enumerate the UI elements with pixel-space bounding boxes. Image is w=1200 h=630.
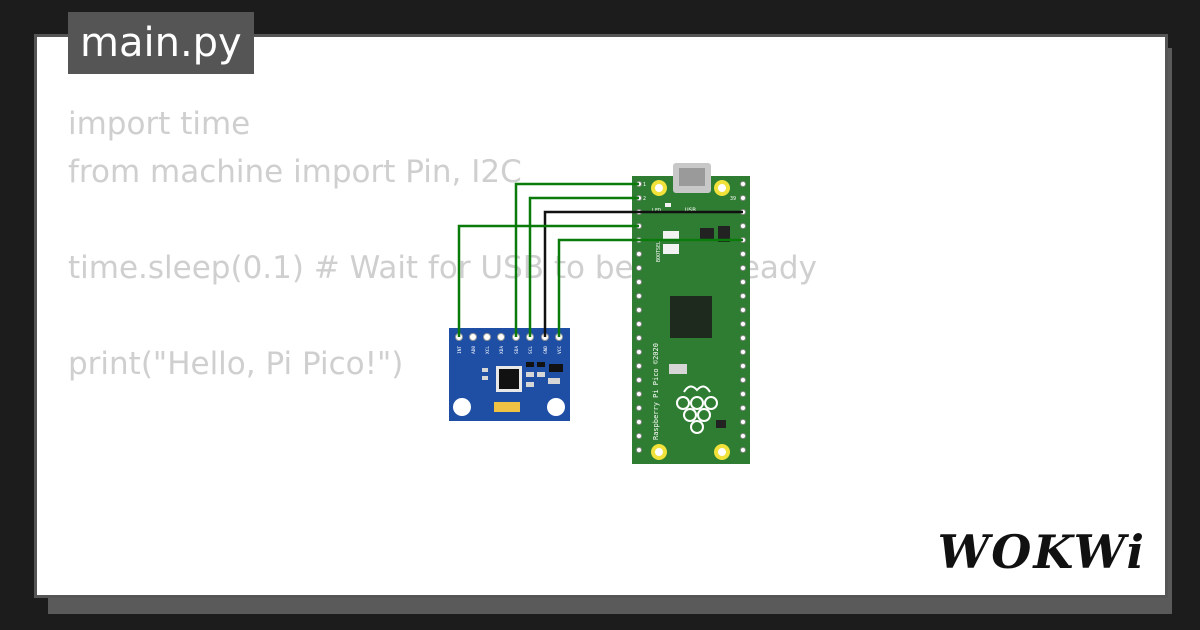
mounting-hole (547, 398, 565, 416)
led-indicator (665, 203, 671, 207)
board-label: Raspberry Pi Pico ©2020 (652, 343, 660, 440)
preview-canvas (34, 34, 1168, 598)
mpu-pin-label: AD0 (471, 346, 477, 354)
bootsel-button[interactable] (663, 231, 679, 241)
mpu-pin-label: VCC (557, 346, 563, 354)
wires (457, 182, 743, 337)
mpu-pin-label: INT (457, 346, 463, 354)
mpu-chip (499, 369, 519, 389)
mpu-crystal (494, 402, 520, 412)
wire-sda[interactable] (514, 182, 639, 337)
code-line: print("Hello, Pi Pico!") (68, 346, 404, 382)
pico-right-pins (740, 181, 746, 453)
bootsel-label: BOOTSEL (656, 241, 662, 262)
mpu-pin-label: XDA (499, 346, 505, 354)
pico-left-pins (636, 181, 642, 453)
usb-label: USB (685, 207, 696, 214)
mpu-pin-label: SCL (528, 346, 534, 354)
wokwi-logo[interactable]: WOKWi (937, 525, 1146, 579)
mpu-pin-label: GND (543, 346, 549, 354)
code-line: from machine import Pin, I2C (68, 154, 522, 190)
mpu-pin-label: XCL (485, 346, 491, 354)
pin-1-label: 1 (643, 182, 646, 188)
code-line: import time (68, 106, 251, 142)
wire-gnd[interactable] (543, 210, 743, 337)
mpu6050-module[interactable]: INT AD0 XCL XDA SDA SCL GND VCC (449, 328, 570, 421)
filename-tab[interactable]: main.py (68, 12, 254, 74)
pico-board[interactable]: USB LED 1 2 39 BOOTSEL Raspberry Pi Pico… (632, 163, 750, 464)
wire-int[interactable] (457, 224, 639, 337)
pin-2-label: 2 (643, 196, 646, 202)
mpu-pin-label: SDA (514, 346, 520, 354)
raspberry-logo-icon (676, 385, 718, 434)
wire-scl[interactable] (528, 196, 639, 337)
mounting-hole (453, 398, 471, 416)
pin-39-label: 39 (730, 196, 736, 202)
rp2040-chip (670, 296, 712, 338)
wire-vcc[interactable] (557, 238, 743, 337)
